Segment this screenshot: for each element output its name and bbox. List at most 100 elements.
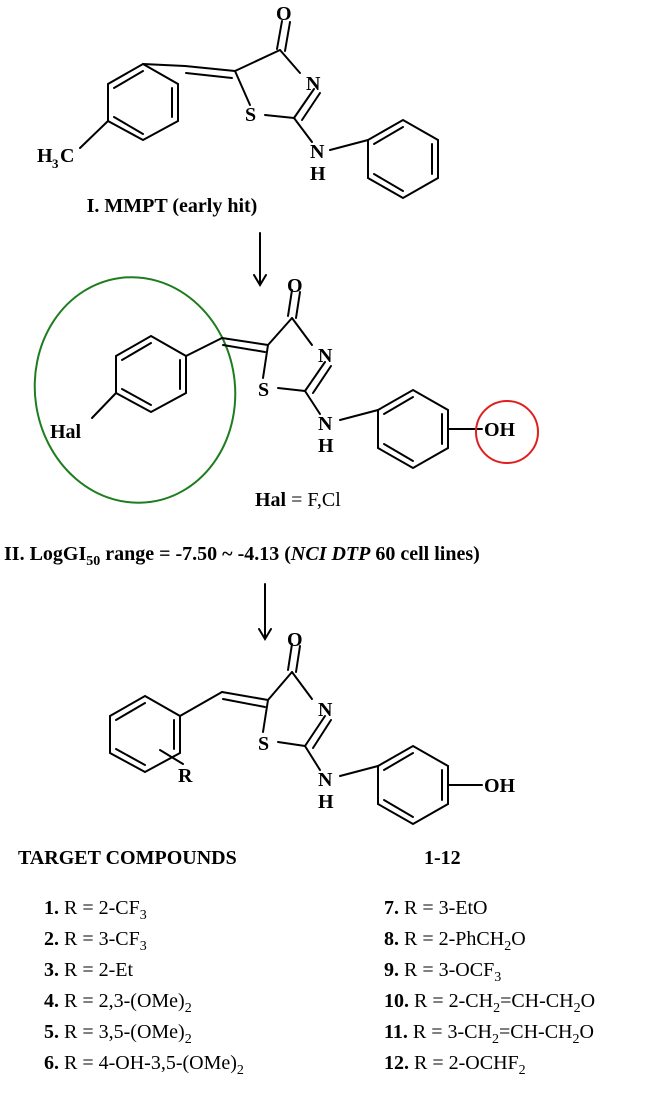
structure-target: O N S N H OH R TARGET COMPOUNDS 1-12	[18, 629, 516, 869]
compound-range: 1-12	[424, 847, 461, 869]
atom-oxygen: O	[287, 275, 303, 297]
compound-entry: 2. R = 3-CF3	[44, 928, 147, 954]
atom-oxygen: O	[276, 3, 292, 25]
atom-nitrogen: N	[318, 699, 333, 721]
ring-bond	[267, 317, 293, 346]
hydroxyphenyl-ring	[377, 388, 449, 470]
ring-double-bond	[383, 443, 414, 462]
atom-amine-hydrogen: H	[318, 791, 334, 813]
compound-entry: 11. R = 3-CH2=CH-CH2O	[384, 1021, 594, 1047]
atom-amine-hydrogen: H	[318, 435, 334, 457]
atom-nitrogen: N	[318, 345, 333, 367]
ring-double-bond	[121, 342, 152, 361]
vinyl-bond	[179, 691, 223, 717]
exocyclic-double-bond	[222, 698, 266, 708]
ring-bond	[262, 344, 269, 379]
atom-halogen: Hal	[50, 421, 82, 443]
ring-bond	[279, 49, 301, 74]
ring-bond	[304, 361, 326, 392]
halogen-bond	[91, 392, 117, 419]
compound-entry: 7. R = 3-EtO	[384, 897, 488, 919]
ring-double-bond	[113, 70, 144, 89]
atom-amine-nitrogen: N	[310, 141, 325, 163]
ring-double-bond	[312, 719, 332, 749]
compound-entry: 5. R = 3,5-(OMe)2	[44, 1021, 192, 1047]
carbonyl-bond	[276, 20, 283, 50]
carbonyl-bond	[284, 21, 291, 52]
exocyclic-double-bond	[222, 344, 266, 353]
methyl-c: C	[60, 145, 74, 167]
compound-entry: 3. R = 2-Et	[44, 959, 133, 981]
ring-double-bond	[115, 748, 146, 766]
ring-double-bond	[373, 126, 404, 145]
r-substituent-bond	[159, 749, 184, 765]
atom-hydroxyl: OH	[484, 419, 516, 441]
ring-bond	[277, 741, 306, 747]
structure-lead: O N S N H OH Hal Hal = F,Cl II. LogGI50 …	[4, 275, 539, 569]
atom-amine-nitrogen: N	[318, 769, 333, 791]
ring-bond	[234, 49, 281, 72]
atom-amine-nitrogen: N	[318, 413, 333, 435]
ring-bond	[267, 671, 293, 701]
target-compounds-title: TARGET COMPOUNDS	[18, 847, 237, 869]
ring-bond	[291, 671, 313, 700]
compound-entry: 10. R = 2-CH2=CH-CH2O	[384, 990, 595, 1016]
carbonyl-bond	[287, 289, 293, 317]
structure-mmpt: O N S N H H 3 C I. MMPT (early hit)	[37, 3, 439, 217]
amine-bond	[304, 745, 321, 771]
tolyl-ring	[107, 62, 179, 142]
atom-r-group: R	[178, 765, 193, 787]
ring-double-bond	[301, 92, 321, 121]
hydroxyl-highlight	[475, 400, 539, 464]
exocyclic-double-bond	[221, 691, 269, 701]
ring-double-bond	[383, 396, 414, 415]
phenyl-ring	[367, 118, 439, 200]
vinyl-bond	[185, 337, 223, 357]
atom-sulfur: S	[258, 379, 269, 401]
ring-double-bond	[373, 173, 404, 192]
carbonyl-bond	[287, 643, 293, 671]
amine-bond	[304, 390, 321, 415]
ring-bond	[264, 114, 295, 119]
exocyclic-double-bond	[185, 72, 233, 79]
ring-double-bond	[115, 702, 146, 721]
compound-entry: 12. R = 2-OCHF2	[384, 1052, 526, 1078]
amine-bond	[293, 117, 313, 143]
hydroxyphenyl-ring	[377, 744, 449, 826]
substituted-phenyl-ring	[109, 694, 181, 774]
amine-bond	[339, 409, 379, 421]
atom-sulfur: S	[258, 733, 269, 755]
halophenyl-ring	[115, 334, 187, 414]
amine-bond	[339, 765, 379, 777]
atom-oxygen: O	[287, 629, 303, 651]
ring-bond	[234, 70, 251, 106]
vinyl-bond	[142, 63, 186, 67]
atom-nitrogen: N	[306, 73, 321, 95]
methyl-subscript: 3	[52, 156, 59, 171]
amine-bond	[329, 139, 369, 151]
ring-bond	[291, 317, 313, 346]
methyl-h: H	[37, 145, 53, 167]
ring-double-bond	[383, 752, 414, 771]
compound-entry: 9. R = 3-OCF3	[384, 959, 501, 985]
compound-entry: 8. R = 2-PhCH2O	[384, 928, 526, 954]
ring-bond	[293, 88, 315, 119]
compound-entry: 6. R = 4-OH-3,5-(OMe)2	[44, 1052, 244, 1078]
halogen-definition: Hal = F,Cl	[255, 489, 341, 511]
ring-double-bond	[113, 116, 144, 135]
ring-double-bond	[383, 799, 414, 818]
ring-bond	[262, 699, 269, 733]
methyl-bond	[79, 120, 109, 149]
compound-entry: 4. R = 2,3-(OMe)2	[44, 990, 192, 1016]
caption-lead: II. LogGI50 range = -7.50 ~ -4.13 (NCI D…	[4, 543, 480, 569]
caption-mmpt: I. MMPT (early hit)	[87, 195, 258, 217]
exocyclic-double-bond	[221, 337, 269, 346]
halophenyl-highlight	[33, 276, 237, 504]
exocyclic-double-bond	[184, 65, 236, 72]
atom-sulfur: S	[245, 104, 256, 126]
ring-double-bond	[121, 388, 152, 406]
carbonyl-bond	[295, 291, 301, 319]
